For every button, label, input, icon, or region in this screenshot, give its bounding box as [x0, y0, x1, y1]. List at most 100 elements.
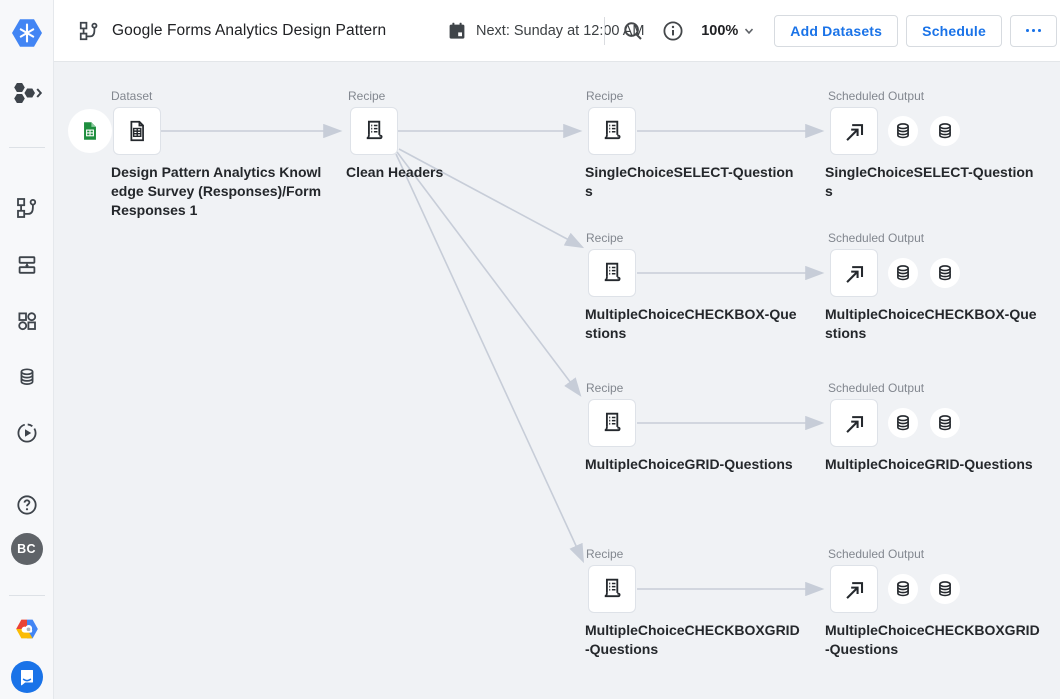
dataprep-logo[interactable] — [10, 16, 44, 50]
dot — [1026, 28, 1029, 33]
node-type-label: Scheduled Output — [828, 381, 925, 395]
left-sidebar: BC — [0, 0, 54, 699]
recipe-name[interactable]: MultipleChoiceGRID-Questions — [585, 456, 793, 472]
scheduled-output-name[interactable]: MultipleChoiceCHECKBOXGRID-Questions — [825, 622, 1040, 657]
node-type-label: Recipe — [586, 381, 624, 395]
avatar-initials: BC — [17, 542, 36, 556]
info-icon — [663, 20, 683, 41]
dataset-name[interactable]: Design Pattern Analytics Knowledge Surve… — [111, 164, 322, 218]
hexagons-menu-icon — [13, 83, 42, 103]
scheduled-output-node[interactable] — [830, 565, 878, 613]
database-icon — [897, 123, 909, 139]
plans-icon — [18, 256, 35, 274]
database-icon — [939, 415, 951, 431]
sidebar-divider-bottom — [9, 595, 45, 596]
database-icon — [939, 581, 951, 597]
node-type-label: Dataset — [111, 89, 153, 103]
recipe-name[interactable]: MultipleChoiceCHECKBOX-Questions — [585, 306, 797, 341]
database-icon — [20, 368, 33, 385]
calendar-icon — [449, 22, 465, 39]
scheduled-output-name[interactable]: SingleChoiceSELECT-Questions — [825, 164, 1034, 199]
scheduled-output-name[interactable]: MultipleChoiceCHECKBOX-Questions — [825, 306, 1037, 341]
output-run-icon — [846, 582, 864, 599]
recipe-icon — [604, 412, 621, 432]
schedule-button[interactable]: Schedule — [906, 14, 1002, 47]
output-destination[interactable] — [888, 574, 918, 604]
clean-headers-name[interactable]: Clean Headers — [346, 164, 444, 180]
flow-icon — [16, 198, 36, 218]
output-run-icon — [846, 124, 864, 141]
flow-icon — [79, 21, 98, 40]
chevron-down-icon — [745, 28, 754, 34]
output-destination[interactable] — [930, 574, 960, 604]
sidebar-divider-top — [9, 147, 45, 148]
google-cloud-logo[interactable] — [14, 616, 40, 642]
zoom-control[interactable]: 100% — [701, 23, 756, 39]
sidebar-item-flows[interactable] — [15, 196, 39, 220]
google-sheets-icon — [84, 122, 96, 140]
recipe-node[interactable] — [588, 399, 636, 447]
output-run-icon — [846, 416, 864, 433]
output-destination[interactable] — [930, 116, 960, 146]
recipe-node[interactable] — [588, 565, 636, 613]
header-divider — [604, 16, 606, 45]
library-icon — [17, 312, 36, 331]
user-avatar[interactable]: BC — [10, 533, 43, 565]
dot — [1032, 28, 1035, 33]
recipe-name[interactable]: SingleChoiceSELECT-Questions — [585, 164, 794, 199]
sidebar-item-help[interactable] — [15, 493, 39, 517]
scheduled-output-name[interactable]: MultipleChoiceGRID-Questions — [825, 456, 1033, 472]
recipe-icon — [366, 120, 383, 140]
help-icon — [16, 495, 37, 515]
chat-bubble-icon — [10, 661, 43, 693]
next-schedule-text: Next: Sunday at 12:00 AM — [476, 22, 645, 39]
sheets-source-badge[interactable] — [68, 109, 112, 153]
top-header: Google Forms Analytics Design Pattern Ne… — [54, 0, 1060, 62]
scheduled-output-node[interactable] — [830, 249, 878, 297]
node-type-label: Recipe — [348, 89, 386, 103]
job-history-icon — [16, 423, 37, 443]
output-destination[interactable] — [888, 408, 918, 438]
sidebar-item-plans[interactable] — [15, 253, 39, 277]
gcp-hexagon-icon — [15, 619, 38, 639]
output-destination[interactable] — [930, 258, 960, 288]
database-icon — [897, 581, 909, 597]
flow-canvas[interactable]: Dataset Design Pattern Analytics Knowled… — [54, 62, 1060, 699]
flow-edges — [159, 123, 825, 597]
database-icon — [897, 265, 909, 281]
recipe-name[interactable]: MultipleChoiceCHECKBOXGRID-Questions — [585, 622, 800, 657]
zoom-level: 100% — [701, 22, 739, 39]
node-type-label: Scheduled Output — [828, 231, 925, 245]
database-icon — [897, 415, 909, 431]
support-chat-button[interactable] — [10, 661, 43, 693]
database-icon — [939, 265, 951, 281]
recipe-icon — [604, 120, 621, 140]
recipe-node[interactable] — [588, 249, 636, 297]
more-options-button[interactable] — [1010, 14, 1057, 47]
sidebar-item-library[interactable] — [15, 309, 39, 333]
sidebar-nav-expander[interactable] — [12, 82, 42, 104]
flow-title: Google Forms Analytics Design Pattern — [112, 21, 387, 39]
node-type-label: Scheduled Output — [828, 547, 925, 561]
search-icon — [624, 21, 642, 40]
sidebar-item-job-history[interactable] — [15, 421, 39, 445]
scheduled-output-node[interactable] — [830, 107, 878, 155]
sidebar-item-data[interactable] — [15, 365, 39, 389]
output-destination[interactable] — [888, 258, 918, 288]
recipe-icon — [604, 262, 621, 282]
search-button[interactable] — [621, 19, 645, 43]
node-type-label: Recipe — [586, 231, 624, 245]
recipe-node[interactable] — [588, 107, 636, 155]
output-destination[interactable] — [930, 408, 960, 438]
database-icon — [939, 123, 951, 139]
clean-headers-recipe-node[interactable] — [350, 107, 398, 155]
output-destination[interactable] — [888, 116, 918, 146]
node-type-label: Recipe — [586, 547, 624, 561]
dataset-node[interactable] — [113, 107, 161, 155]
recipe-icon — [604, 578, 621, 598]
add-datasets-button[interactable]: Add Datasets — [774, 14, 899, 47]
output-run-icon — [846, 266, 864, 283]
scheduled-output-node[interactable] — [830, 399, 878, 447]
info-button[interactable] — [661, 19, 685, 43]
node-type-label: Recipe — [586, 89, 624, 103]
